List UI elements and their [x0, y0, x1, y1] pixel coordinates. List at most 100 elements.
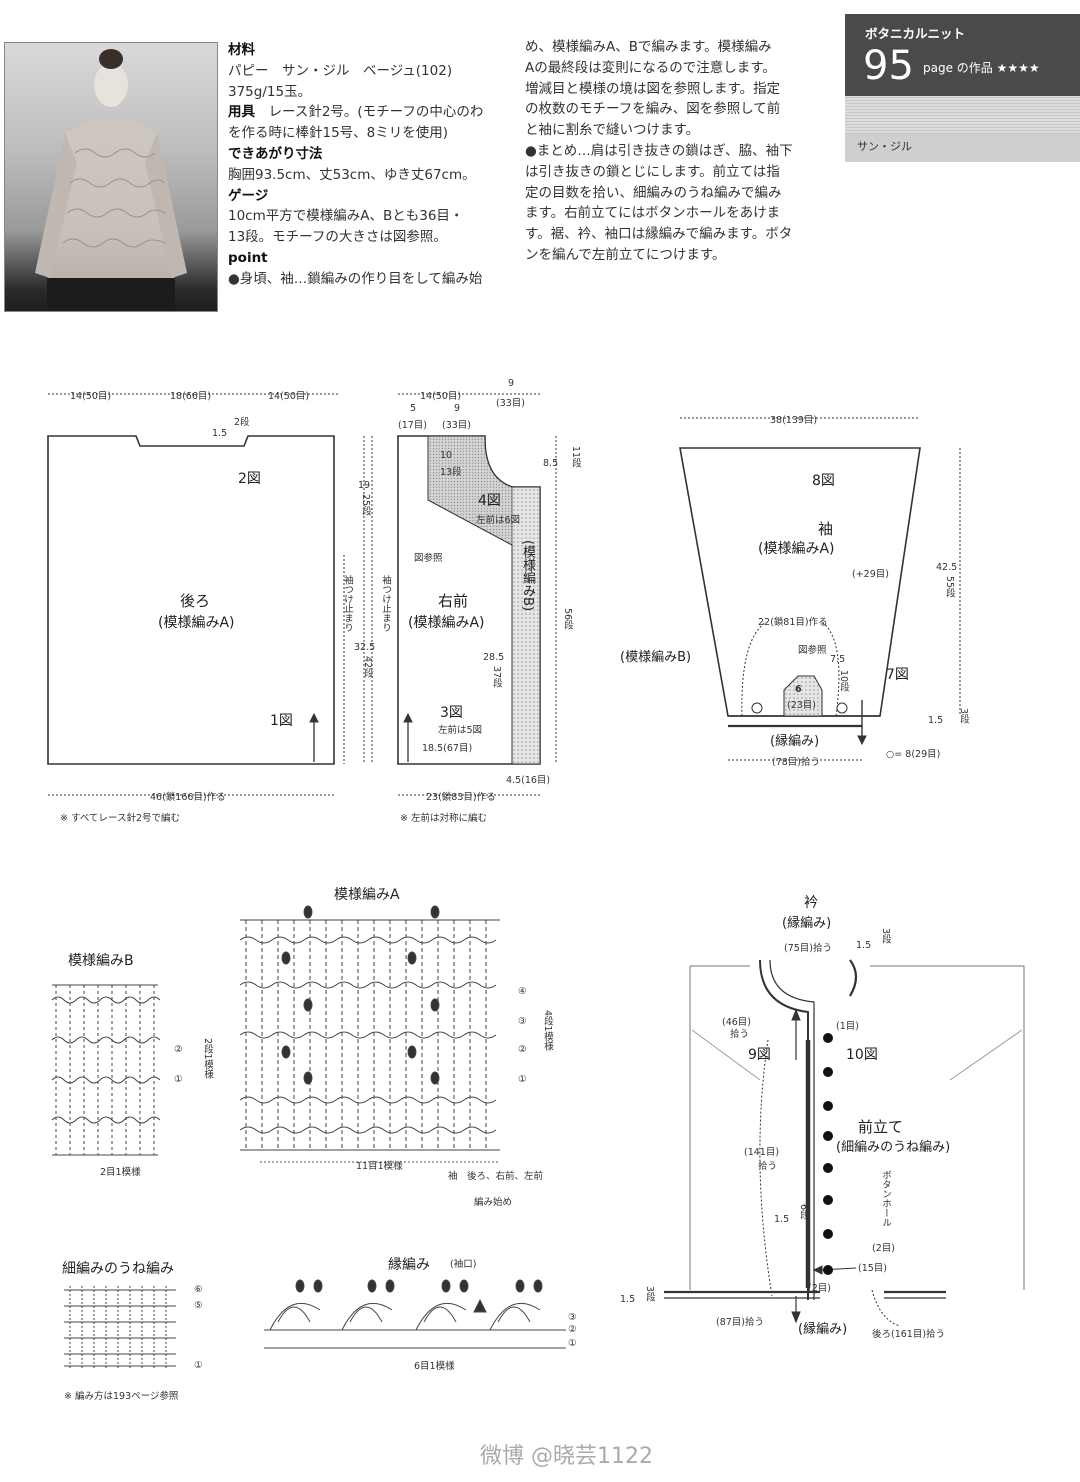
series-title: ボタニカルニット: [865, 26, 966, 41]
patternA-r3: ③: [518, 1016, 527, 1027]
une-r5: ⑤: [194, 1300, 203, 1311]
instruction-line: ンを編んで左前立てにつけます。: [525, 246, 726, 263]
back-bottom: 46(鎖166目)作る: [150, 792, 226, 803]
patternA-rep: 11目1模様: [356, 1161, 403, 1172]
patternA-r2: ②: [518, 1044, 527, 1055]
collar-row1: (1目): [836, 1021, 859, 1032]
collar-h156: 1.5: [774, 1214, 790, 1225]
sleeve-fig8: 8図: [812, 473, 835, 489]
back-h1-rows: 25段: [360, 494, 371, 516]
back-top-mid: 18(66目): [170, 391, 212, 402]
front-fig6: 左前は6図: [476, 515, 521, 526]
patternA-r4: ④: [518, 986, 527, 997]
fuchi-sub: (袖口): [450, 1259, 477, 1270]
page-label: page の作品 ★★★★: [923, 61, 1040, 75]
front-r56: 56段: [562, 608, 573, 630]
fuchi-title: 縁編み: [388, 1257, 430, 1273]
instruction-line: 定の目数を拾い、細編みのうね編みで編み: [525, 184, 782, 201]
header-tag-band: [845, 134, 1080, 162]
front-pattB: (模様編みB): [520, 540, 535, 612]
back-arm: 袖つけ止まり: [342, 575, 353, 632]
instruction-line: 増減目と模様の境は図を参照します。指定: [525, 80, 781, 97]
tools-line-1: レース針2号。(モチーフの中心のわ: [268, 104, 484, 121]
collar-bh2: (2目): [872, 1243, 895, 1254]
instruction-line: す。裾、衿、袖口は縁編みで編みます。ボタ: [525, 226, 793, 243]
front-w45: 4.5(16目): [506, 775, 551, 786]
gauge-line-2: 13段。モチーフの大きさは図参照。: [228, 229, 447, 246]
back-top-left: 14(50目): [70, 391, 112, 402]
instruction-line: の枚数のモチーフを編み、図を参照して前: [525, 101, 781, 118]
point-line-1: ●身頃、袖…鎖編みの作り目をして編み始: [228, 270, 483, 287]
instruction-line: と袖に割糸で縫いつけます。: [525, 122, 700, 139]
front-bottom: 23(鎖83目)作る: [426, 792, 496, 803]
collar-h15: 1.5: [856, 940, 872, 951]
patternA-start-2: 編み始め: [474, 1197, 513, 1208]
collar-fig9: 9図: [748, 1047, 771, 1063]
front-fig5: 左前は5図: [438, 725, 483, 736]
sleeve-inc: (+29目): [852, 569, 889, 580]
sleeve-top: 38(139目): [770, 415, 818, 426]
patternB-r1: ①: [174, 1074, 183, 1085]
sleeve-fig7: 7図: [886, 667, 909, 683]
sleeve-h-rows: 55段: [944, 576, 955, 598]
une-note: ※ 編み方は193ページ参照: [64, 1391, 179, 1402]
front-r85b: 11段: [570, 446, 581, 468]
collar-h156b: 6段: [798, 1204, 809, 1220]
back-top-right: 14(50目): [268, 391, 310, 402]
sleeve-six-b: (23目): [787, 700, 817, 711]
patternB-title: 模様編みB: [68, 953, 134, 969]
sleeve-cuff-h: 1.5: [928, 715, 944, 726]
instruction-line: は引き抜きの鎖とじにします。前立ては指: [525, 163, 780, 180]
collar-pattern: (縁編み): [782, 916, 832, 931]
front-name: 右前: [438, 592, 469, 610]
yarn-line: パピー サン・ジル ベージュ(102): [228, 62, 453, 79]
sleeve-chain: 22(鎖81目)作る: [758, 617, 828, 628]
collar-edge: (縁編み): [798, 1322, 848, 1337]
back-neck-rows: 2段: [234, 417, 250, 428]
fuchi-r3: ③: [568, 1312, 577, 1323]
watermark: 微博 @晓芸1122: [480, 1444, 653, 1469]
size-line: 胸囲93.5cm、丈53cm、ゆき丈67cm。: [228, 166, 476, 183]
sleeve-name: 袖: [818, 520, 834, 538]
patternA-rows: 4段1模様: [542, 1010, 553, 1051]
front-h285b: 37段: [491, 666, 502, 688]
sleeve-edge: (縁編み): [770, 734, 820, 749]
front-pattern: (模様編みA): [408, 615, 485, 631]
sleeve-pick: (78目)拾う: [772, 757, 821, 768]
sleeve-ref: 図参照: [798, 645, 827, 656]
header-stripe: [845, 96, 1080, 134]
instruction-line: ●まとめ…肩は引き抜きの鎖はぎ、脇、袖下: [525, 142, 793, 159]
instruction-line: Aの最終段は変則になるので注意します。: [525, 59, 776, 76]
front-w185: 18.5(67目): [422, 743, 473, 754]
front-top-9b: (33目): [496, 398, 526, 409]
front-s10b: 13段: [440, 467, 462, 478]
front-s10: 10: [440, 450, 453, 461]
yarn-tag: サン・ジル: [857, 140, 912, 153]
amount-line: 375g/15玉。: [228, 83, 312, 100]
collar-fig10: 10図: [846, 1047, 878, 1063]
collar-lh: 1.5: [620, 1294, 636, 1305]
une-r6: ⑥: [194, 1284, 203, 1295]
front-w5b: (17目): [398, 420, 428, 431]
fuchi-r2: ②: [568, 1324, 577, 1335]
front-ref: 図参照: [414, 553, 443, 564]
collar-band-pattern: (細編みのうね編み): [836, 1140, 951, 1155]
patternB-r2: ②: [174, 1044, 183, 1055]
page-header-badge: ボタニカルニット 95 page の作品 ★★★★ サン・ジル: [845, 14, 1080, 162]
une-r1: ①: [194, 1360, 203, 1371]
collar-lh-b: 3段: [644, 1286, 655, 1302]
back-h2: 32.5: [354, 642, 376, 653]
front-w9b: (33目): [442, 420, 472, 431]
back-h2-rows: 42段: [362, 656, 373, 678]
front-fig4: 4図: [478, 493, 501, 509]
model-photo: [4, 42, 218, 312]
sleeve-h: 42.5: [936, 562, 958, 573]
header-band: [845, 14, 1080, 96]
back-fig: 2図: [238, 471, 261, 487]
instruction-line: め、模様編みA、Bで編みます。模様編み: [525, 39, 772, 55]
collar-pick46b: 拾う: [730, 1029, 750, 1040]
front-w5: 5: [410, 403, 417, 414]
collar-band: 前立て: [858, 1118, 904, 1136]
collar-pick141: (141目): [744, 1147, 780, 1158]
